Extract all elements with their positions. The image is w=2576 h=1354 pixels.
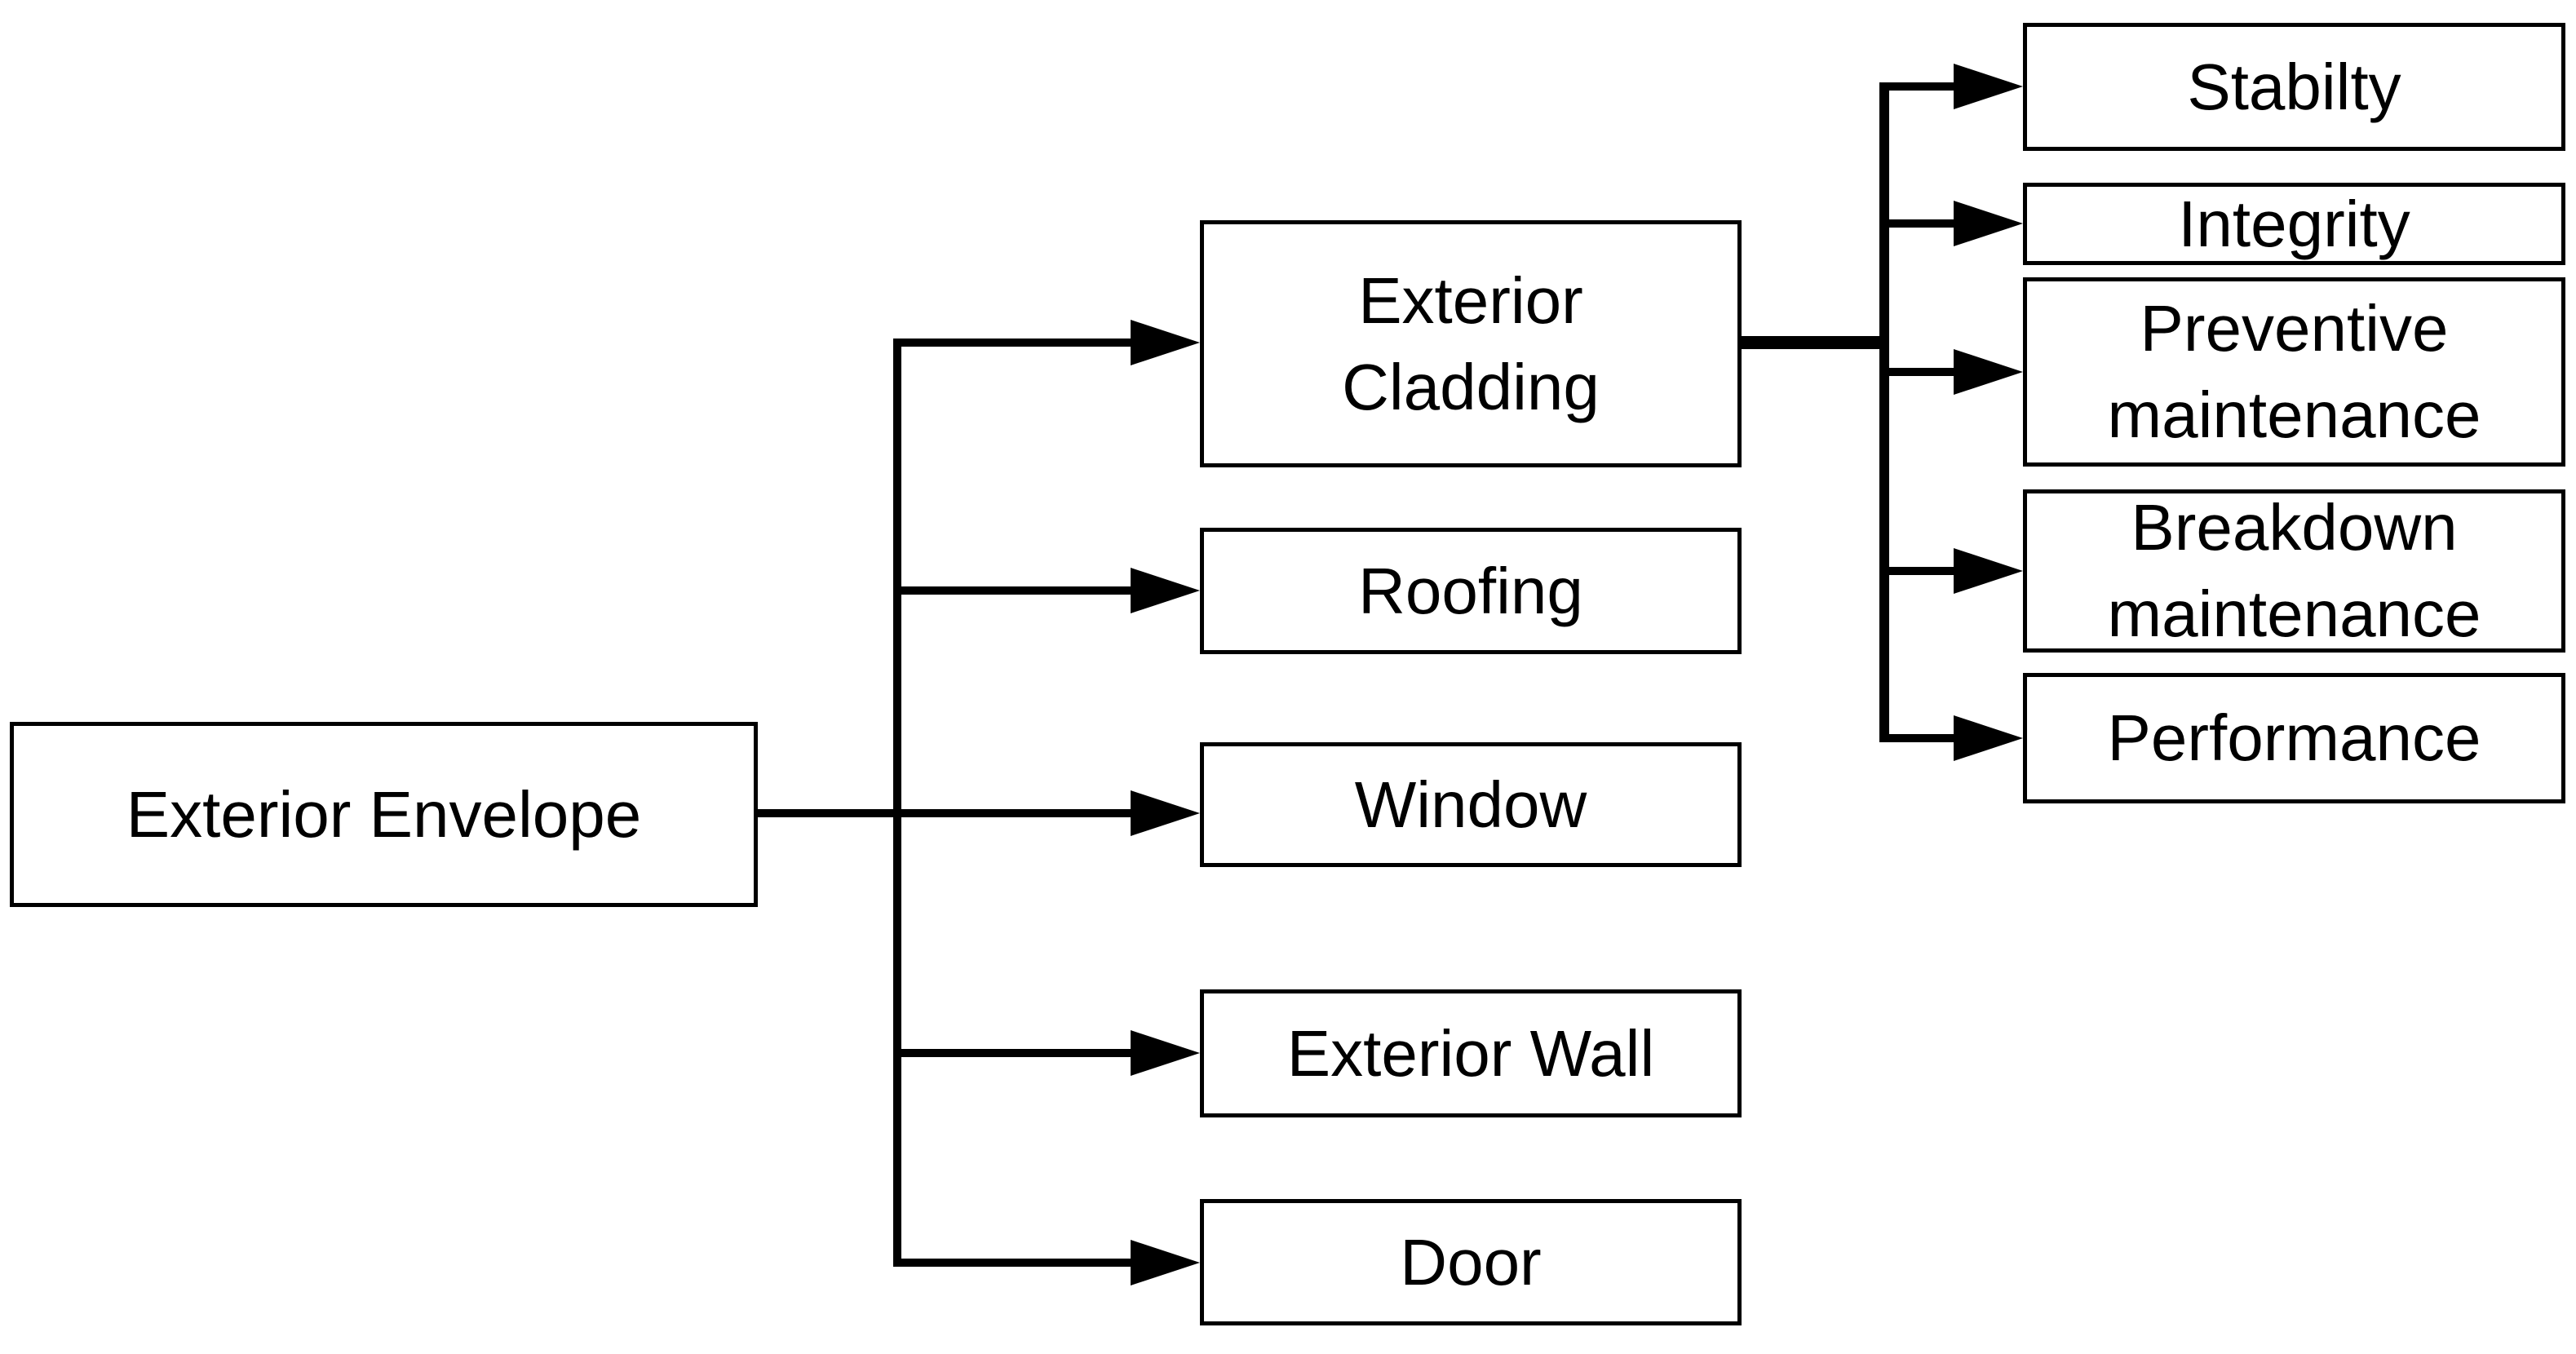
connector-stem-preventive-maintenance	[1879, 368, 1957, 376]
node-label: Window	[1354, 768, 1587, 841]
arrowhead-roofing	[1131, 568, 1200, 613]
connector-stem-breakdown-maintenance	[1879, 567, 1957, 575]
connector-stem-performance	[1879, 734, 1957, 742]
node-label: Preventive maintenance	[2107, 292, 2481, 451]
node-exterior-envelope: Exterior Envelope	[10, 722, 758, 907]
connector-stem-integrity	[1879, 219, 1957, 228]
connector-left-trunk	[893, 338, 901, 1267]
arrowhead-exterior-wall	[1131, 1030, 1200, 1076]
arrowhead-performance	[1954, 715, 2023, 761]
node-label: Exterior Cladding	[1342, 263, 1600, 423]
node-label: Integrity	[2178, 187, 2410, 260]
connector-stem-door	[893, 1259, 1134, 1267]
arrowhead-window	[1131, 790, 1200, 836]
node-preventive-maintenance: Preventive maintenance	[2023, 277, 2565, 467]
arrowhead-exterior-cladding	[1131, 320, 1200, 365]
node-stabilty: Stabilty	[2023, 23, 2565, 151]
node-label: Performance	[2107, 701, 2481, 775]
node-roofing: Roofing	[1200, 528, 1742, 654]
connector-stem-stabilty	[1879, 82, 1957, 91]
node-exterior-cladding: Exterior Cladding	[1200, 220, 1742, 467]
node-label: Exterior Wall	[1286, 1016, 1655, 1090]
connector-stem-exterior-cladding	[893, 338, 1134, 347]
node-exterior-wall: Exterior Wall	[1200, 989, 1742, 1117]
arrowhead-integrity	[1954, 201, 2023, 246]
node-integrity: Integrity	[2023, 183, 2565, 265]
node-breakdown-maintenance: Breakdown maintenance	[2023, 489, 2565, 653]
connector-cladding-to-trunk	[1742, 336, 1889, 349]
connector-stem-exterior-wall	[893, 1049, 1134, 1057]
connector-right-trunk	[1879, 82, 1889, 742]
node-label: Door	[1400, 1225, 1542, 1299]
node-label: Breakdown maintenance	[2107, 491, 2481, 650]
connector-envelope-to-trunk	[758, 809, 1135, 817]
node-performance: Performance	[2023, 673, 2565, 803]
node-label: Roofing	[1358, 554, 1583, 627]
node-label: Exterior Envelope	[126, 777, 642, 851]
arrowhead-stabilty	[1954, 64, 2023, 109]
node-door: Door	[1200, 1199, 1742, 1325]
node-label: Stabilty	[2187, 50, 2401, 123]
node-window: Window	[1200, 742, 1742, 867]
arrowhead-breakdown-maintenance	[1954, 548, 2023, 594]
arrowhead-door	[1131, 1240, 1200, 1285]
arrowhead-preventive-maintenance	[1954, 349, 2023, 395]
connector-stem-roofing	[893, 586, 1134, 595]
